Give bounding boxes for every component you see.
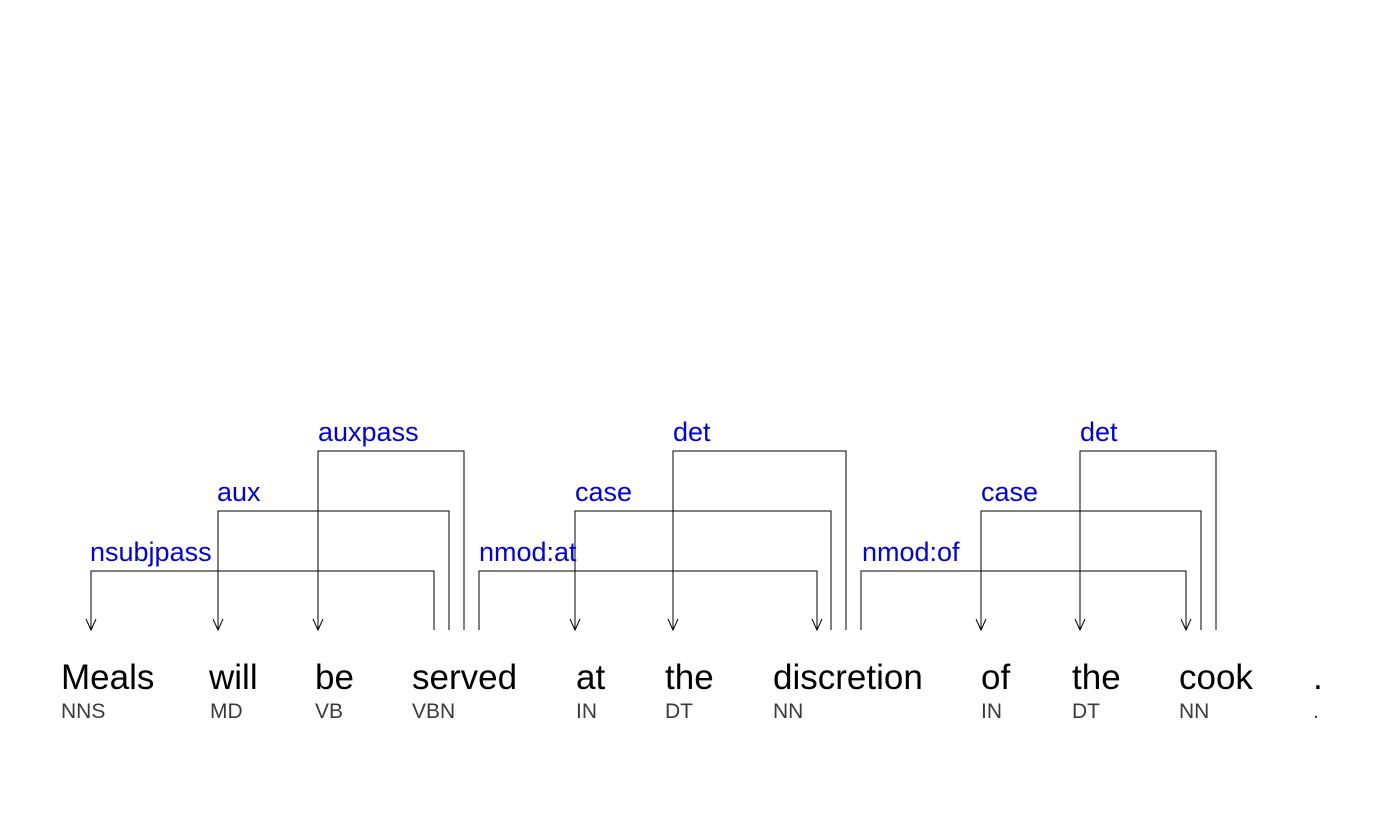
token-word: . <box>1313 658 1323 697</box>
token-pos-tag: VBN <box>412 700 456 723</box>
arc-nmod-of <box>860 570 1187 630</box>
token-pos-tag: DT <box>665 700 693 723</box>
arc-nsubjpass <box>90 570 435 630</box>
arc-label-nmod-at: nmod:at <box>479 537 577 567</box>
arrowhead-det <box>667 618 679 632</box>
arc-aux <box>217 510 450 630</box>
arrowhead-nmod-of <box>1180 618 1192 632</box>
arc-label-aux: aux <box>217 477 261 507</box>
arc-label-det-the: det <box>673 417 711 447</box>
token-pos-tag: IN <box>981 700 1002 723</box>
token-pos-tag: IN <box>576 700 597 723</box>
arrowhead-nsubjpass <box>85 618 97 632</box>
token-pos-tag: VB <box>315 700 344 723</box>
token-word: will <box>209 658 258 697</box>
arc-label-auxpass: auxpass <box>318 417 419 447</box>
arc-label-case-at: case <box>575 477 633 507</box>
token-word: served <box>412 658 518 697</box>
token-word: be <box>315 658 354 697</box>
arc-case-at <box>574 510 832 630</box>
token-pos-tag: NNS <box>61 700 106 723</box>
arrowhead-nmod-at <box>811 618 823 632</box>
arc-auxpass <box>317 450 465 630</box>
arc-label-nmod-of: nmod:of <box>862 537 960 567</box>
arrowhead-auxpass <box>312 618 324 632</box>
token-word: at <box>576 658 606 697</box>
arc-label-case-of: case <box>981 477 1039 507</box>
arc-nmod-at <box>478 570 818 630</box>
arrowhead-case <box>569 618 581 632</box>
arc-label-det-cook: det <box>1080 417 1118 447</box>
arrowhead-aux <box>212 618 224 632</box>
token-word: Meals <box>61 658 155 697</box>
arc-label-nsubjpass: nsubjpass <box>90 537 212 567</box>
arrowhead-det <box>1074 618 1086 632</box>
arc-det-cook <box>1079 450 1217 630</box>
arrowhead-case <box>975 618 987 632</box>
arc-det-the <box>672 450 847 630</box>
arrowheads <box>85 618 1192 632</box>
token-word: cook <box>1179 658 1253 697</box>
token-pos-tag: . <box>1313 700 1319 723</box>
token-word: discretion <box>773 658 923 697</box>
token-pos-tag: MD <box>210 700 243 723</box>
token-word: the <box>1072 658 1121 697</box>
arc-case-of <box>980 510 1202 630</box>
token-pos-tag: NN <box>773 700 804 723</box>
token-word: the <box>665 658 714 697</box>
token-word: of <box>981 658 1011 697</box>
token-pos-tag: NN <box>1179 700 1210 723</box>
token-pos-tag: DT <box>1072 700 1100 723</box>
